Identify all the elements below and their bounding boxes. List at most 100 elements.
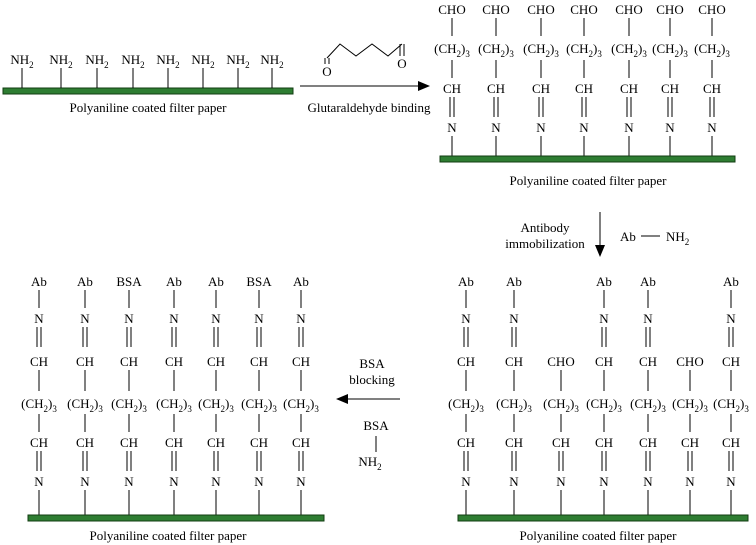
blocked-columns: AbNCH(CH2)3CHNAbNCH(CH2)3CHNBSANCH(CH2)3… [21, 274, 319, 515]
methylene-group: (CH2)3 [198, 396, 234, 414]
imine-n: N [643, 474, 653, 489]
aldehyde-group: CHO [438, 2, 465, 17]
substrate-bar [457, 514, 749, 522]
methylene-group: (CH2)3 [448, 396, 484, 414]
methylene-group: (CH2)3 [21, 396, 57, 414]
imine-n: N [536, 120, 546, 135]
bsa-label: BSA [246, 274, 272, 289]
step-antibody: Antibody immobilization Ab NH2 [505, 212, 689, 257]
imine-ch: CH [30, 354, 48, 369]
imine-ch: CH [30, 435, 48, 450]
oxygen-right: O [397, 56, 406, 71]
imine-n: N [461, 311, 471, 326]
step-antibody-label-1: Antibody [520, 220, 570, 235]
imine-n: N [124, 474, 134, 489]
imine-ch: CH [722, 435, 740, 450]
imine-n: N [579, 120, 589, 135]
imine-n: N [80, 311, 90, 326]
oxygen-left: O [322, 64, 331, 79]
imine-ch: CH [575, 81, 593, 96]
aldehyde-group: CHO [656, 2, 683, 17]
imine-ch: CH [76, 354, 94, 369]
step-bsa: BSA blocking BSA NH2 [336, 356, 400, 472]
imine-ch: CH [639, 354, 657, 369]
imine-n: N [624, 120, 634, 135]
amine-group: NH2 [156, 52, 179, 70]
antibody-label: Ab [596, 274, 612, 289]
aldehyde-group: CHO [547, 354, 574, 369]
glutaraldehyde-structure: O O [322, 43, 407, 79]
methylene-group: (CH2)3 [241, 396, 277, 414]
imine-n: N [726, 474, 736, 489]
reagent-ab: Ab [620, 229, 636, 244]
arrow-head [595, 245, 605, 257]
panel-blocked: AbNCH(CH2)3CHNAbNCH(CH2)3CHNBSANCH(CH2)3… [21, 274, 325, 543]
amine-column: NH2 [10, 52, 34, 88]
imine-ch: CH [207, 354, 225, 369]
imine-n: N [556, 474, 566, 489]
aldehyde-group: CHO [570, 2, 597, 17]
antibody-label: Ab [640, 274, 656, 289]
imine-n: N [211, 311, 221, 326]
reagent-amine: NH2 [358, 454, 381, 472]
amine-group: NH2 [260, 52, 283, 70]
substrate-label: Polyaniline coated filter paper [509, 173, 667, 188]
methylene-group: (CH2)3 [478, 41, 514, 59]
methylene-group: (CH2)3 [652, 41, 688, 59]
imine-n: N [447, 120, 457, 135]
methylene-group: (CH2)3 [156, 396, 192, 414]
substrate-bar [27, 514, 325, 522]
imine-n: N [296, 474, 306, 489]
amine-group: NH2 [85, 52, 108, 70]
aldehyde-group: CHO [527, 2, 554, 17]
imine-ch: CH [595, 354, 613, 369]
methylene-group: (CH2)3 [566, 41, 602, 59]
antibody-columns: AbNCH(CH2)3CHNAbNCH(CH2)3CHNCHO(CH2)3CHN… [448, 274, 749, 515]
imine-n: N [124, 311, 134, 326]
imine-n: N [211, 474, 221, 489]
panel-activated: CHO(CH2)3CHNCHO(CH2)3CHNCHO(CH2)3CHNCHO(… [434, 2, 736, 188]
methylene-group: (CH2)3 [283, 396, 319, 414]
aldehyde-group: CHO [676, 354, 703, 369]
methylene-group: (CH2)3 [523, 41, 559, 59]
step-antibody-label-2: immobilization [505, 236, 585, 251]
imine-n: N [461, 474, 471, 489]
antibody-label: Ab [723, 274, 739, 289]
amine-column: NH2 [191, 52, 215, 88]
imine-n: N [509, 311, 519, 326]
antibody-label: Ab [77, 274, 93, 289]
amine-group: NH2 [49, 52, 72, 70]
imine-ch: CH [457, 435, 475, 450]
substrate-label: Polyaniline coated filter paper [519, 528, 677, 543]
step-bsa-label-2: blocking [349, 372, 395, 387]
amine-group: NH2 [226, 52, 249, 70]
imine-n: N [254, 311, 264, 326]
glutaraldehyde-chain [326, 43, 403, 59]
aldehyde-group: CHO [698, 2, 725, 17]
imine-ch: CH [532, 81, 550, 96]
imine-ch: CH [487, 81, 505, 96]
aldehyde-group: CHO [482, 2, 509, 17]
reagent-bsa: BSA [363, 418, 389, 433]
imine-ch: CH [165, 435, 183, 450]
arrow-head [418, 81, 430, 91]
step-glutaraldehyde-label: Glutaraldehyde binding [307, 100, 431, 115]
imine-n: N [685, 474, 695, 489]
bsa-label: BSA [116, 274, 142, 289]
imine-n: N [707, 120, 717, 135]
imine-ch: CH [620, 81, 638, 96]
imine-ch: CH [661, 81, 679, 96]
methylene-group: (CH2)3 [586, 396, 622, 414]
